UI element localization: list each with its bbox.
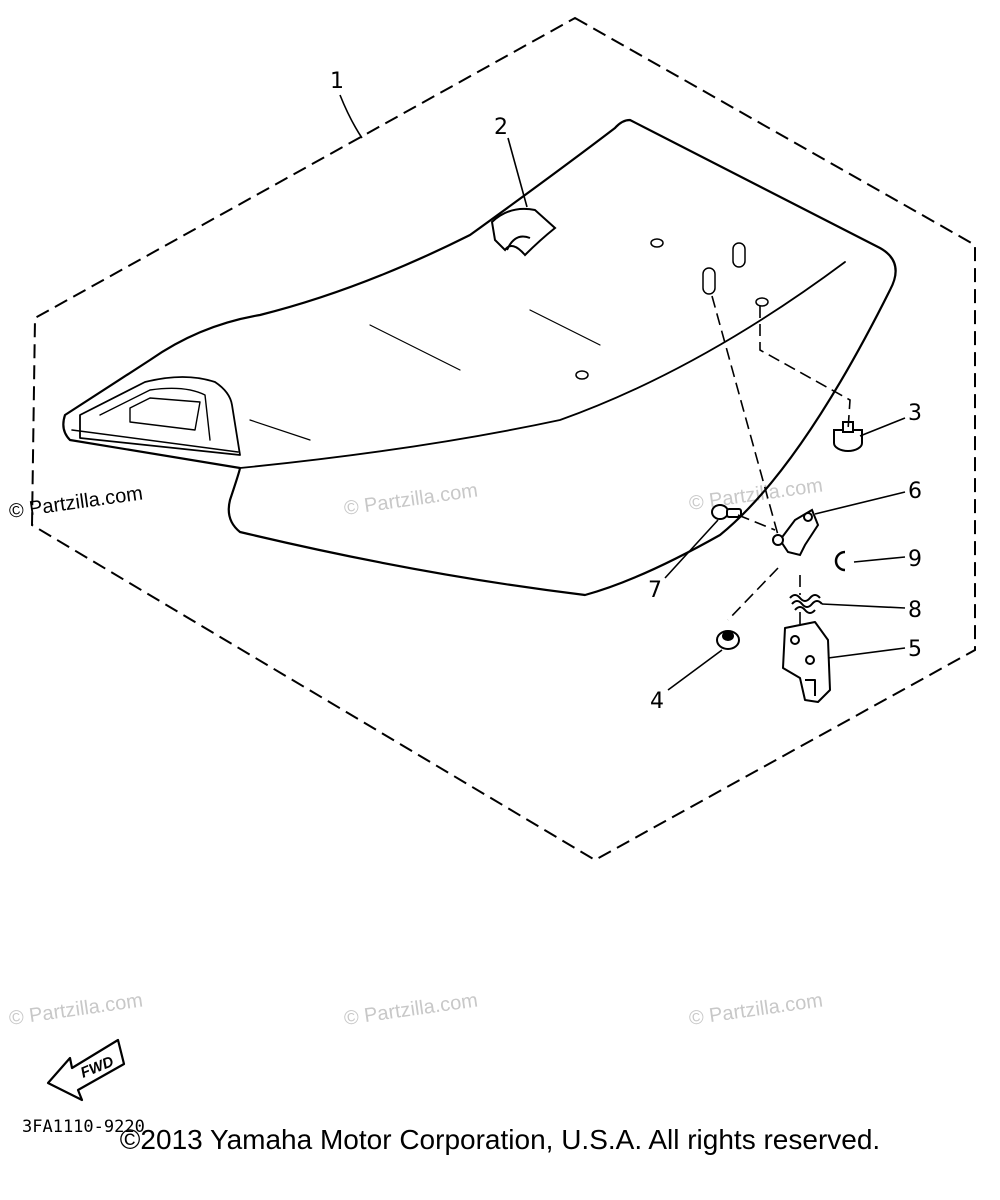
copyright-notice: ©2013 Yamaha Motor Corporation, U.S.A. A… [119, 1124, 881, 1155]
leader-lines [339, 94, 906, 691]
clip-part [834, 550, 846, 572]
watermark: © Partzilla.com [688, 474, 825, 515]
watermark-group: © Partzilla.com © Partzilla.com © Partzi… [8, 474, 825, 1030]
callout-4: 4 [650, 689, 664, 714]
grommet-part [716, 630, 740, 650]
callout-3: 3 [908, 401, 922, 426]
watermark: © Partzilla.com [8, 482, 145, 523]
callout-9: 9 [908, 547, 922, 572]
assembly-guides [711, 295, 851, 625]
callout-2: 2 [494, 115, 508, 140]
callout-5: 5 [908, 637, 922, 662]
callout-labels: 1 2 3 4 5 6 7 8 9 [330, 69, 922, 714]
watermark: © Partzilla.com [8, 989, 145, 1030]
seat-body [62, 118, 897, 597]
callout-8: 8 [908, 598, 922, 623]
diagram-part-number: 3FA1110-9220 [22, 1117, 145, 1137]
damper-part [833, 421, 863, 452]
watermark: © Partzilla.com [343, 479, 480, 520]
spring-part [789, 594, 823, 614]
forward-arrow-icon: FWD [46, 1038, 126, 1102]
callout-6: 6 [908, 479, 922, 504]
watermark: © Partzilla.com [688, 989, 825, 1030]
lock-hook-part [772, 508, 820, 557]
callout-1: 1 [330, 69, 344, 94]
lock-body-part [782, 621, 831, 703]
watermark: © Partzilla.com [343, 989, 480, 1030]
callout-7: 7 [648, 578, 662, 603]
bolt-part [711, 504, 742, 520]
seat-strap [490, 207, 557, 257]
